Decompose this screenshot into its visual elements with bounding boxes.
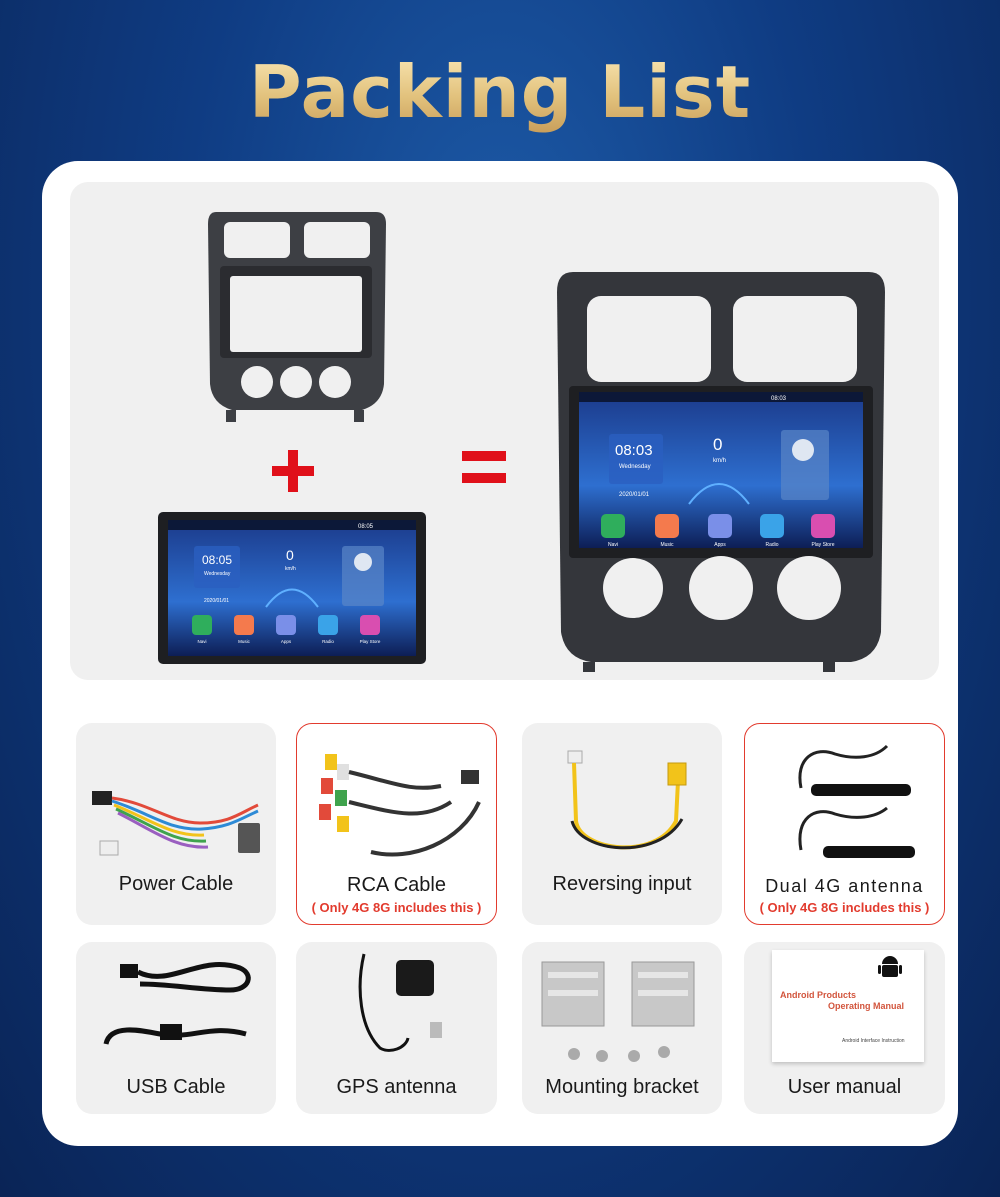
usb-cable-image <box>103 962 251 1045</box>
clock-date: 2020/01/01 <box>204 598 229 604</box>
assembled-unit-image: 08:03 08:03 Wednesday 2020/01/01 0 km/h … <box>557 272 885 672</box>
large-app-label-apps: Apps <box>714 542 726 548</box>
large-navi-icon[interactable] <box>601 514 625 538</box>
large-clock-date: 2020/01/01 <box>619 492 650 498</box>
4g-antenna-image <box>798 744 915 858</box>
reversing-cable-image <box>567 750 687 850</box>
item-usb-cable: USB Cable <box>76 942 276 1114</box>
item-label: GPS antenna <box>336 1076 457 1098</box>
speed-value: 0 <box>286 547 294 563</box>
large-app-label-play-store: Play Store <box>811 542 834 548</box>
clock-time: 08:05 <box>202 553 232 567</box>
item-label: USB Cable <box>126 1076 226 1098</box>
gps-antenna-image <box>358 953 442 1052</box>
large-play-store-icon[interactable] <box>811 514 835 538</box>
app-label-navi: Navi <box>197 639 206 644</box>
equals-icon <box>462 451 506 483</box>
music-icon[interactable] <box>234 615 254 635</box>
apps-icon[interactable] <box>276 615 296 635</box>
large-speed-value: 0 <box>713 435 722 454</box>
item-label: Power Cable <box>118 873 234 895</box>
mounting-bracket-image <box>541 961 695 1062</box>
item-gps-antenna: GPS antenna <box>296 942 497 1114</box>
item-rca-cable: RCA Cable ( Only 4G 8G includes this ) <box>296 723 497 925</box>
radio-icon[interactable] <box>318 615 338 635</box>
app-label-music: Music <box>238 639 251 644</box>
plus-icon <box>272 450 314 492</box>
large-music-icon[interactable] <box>655 514 679 538</box>
item-note: ( Only 4G 8G includes this ) <box>311 900 482 915</box>
user-manual-image: Android Products Operating Manual Androi… <box>772 950 924 1062</box>
item-note: ( Only 4G 8G includes this ) <box>759 900 930 915</box>
dash-frame-image <box>208 212 386 422</box>
large-app-label-radio: Radio <box>765 542 778 548</box>
android-icon <box>878 956 902 977</box>
item-label: RCA Cable <box>347 874 446 896</box>
page-title: Packing List <box>0 50 1000 134</box>
manual-footer: Android Interface Instruction <box>842 1038 905 1044</box>
large-clock-day: Wednesday <box>619 464 651 470</box>
app-label-apps: Apps <box>281 639 292 644</box>
app-dock: Navi Music Apps Radio Play Store <box>192 615 381 644</box>
item-reversing-input: Reversing input <box>522 723 722 925</box>
manual-title-1: Android Products <box>780 990 856 1000</box>
speed-unit: km/h <box>285 566 296 572</box>
rca-cable-image <box>319 754 481 857</box>
large-clock-time: 08:03 <box>615 442 653 459</box>
head-unit-screen-image: 08:05 08:05 Wednesday 2020/01/01 0 km/h … <box>158 512 426 664</box>
app-label-radio: Radio <box>322 639 334 644</box>
clock-day: Wednesday <box>204 571 231 577</box>
large-speed-unit: km/h <box>713 458 726 464</box>
power-cable-image <box>92 791 260 856</box>
item-label: Dual 4G antenna <box>765 876 924 896</box>
item-power-cable: Power Cable <box>76 723 276 925</box>
item-user-manual: Android Products Operating Manual Androi… <box>744 942 945 1114</box>
item-label: User manual <box>787 1076 902 1098</box>
item-mounting-bracket: Mounting bracket <box>522 942 722 1114</box>
large-app-label-music: Music <box>660 542 674 548</box>
item-dual-4g-antenna: Dual 4G antenna ( Only 4G 8G includes th… <box>744 723 945 925</box>
large-app-label-navi: Navi <box>608 542 618 548</box>
app-label-play-store: Play Store <box>360 639 381 644</box>
item-label: Reversing input <box>552 873 692 895</box>
play-store-icon[interactable] <box>360 615 380 635</box>
status-time: 08:05 <box>358 524 374 530</box>
large-apps-icon[interactable] <box>708 514 732 538</box>
item-label: Mounting bracket <box>545 1076 699 1098</box>
navi-icon[interactable] <box>192 615 212 635</box>
manual-title-2: Operating Manual <box>828 1001 905 1011</box>
large-status-time: 08:03 <box>771 396 787 402</box>
large-app-dock: Navi Music Apps Radio Play Store <box>601 514 835 548</box>
large-radio-icon[interactable] <box>760 514 784 538</box>
